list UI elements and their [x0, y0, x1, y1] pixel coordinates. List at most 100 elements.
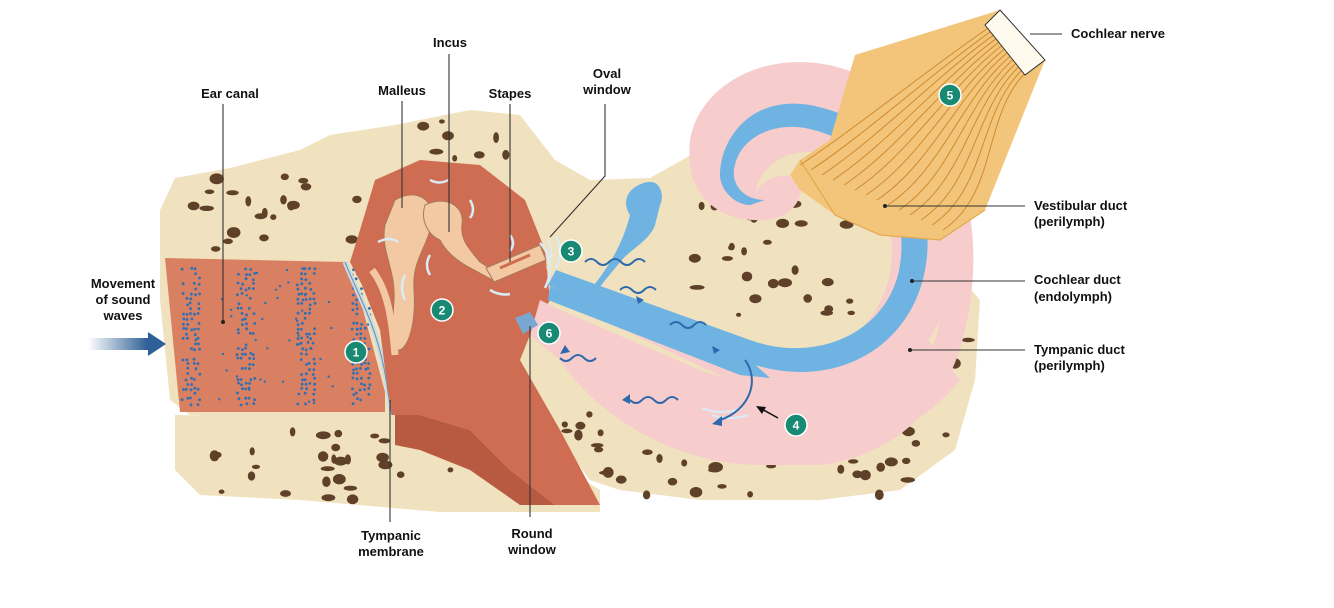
- bone-pore: [211, 246, 221, 252]
- sound-dot: [355, 321, 359, 325]
- sound-dot: [355, 312, 359, 316]
- sound-dot: [182, 388, 185, 391]
- sound-dot: [218, 398, 221, 401]
- bone-pore: [300, 183, 312, 191]
- sound-dot: [236, 328, 240, 331]
- bone-pore: [803, 294, 812, 303]
- svg-text:1: 1: [353, 346, 360, 360]
- nerve-fiber: [920, 54, 1034, 221]
- bone-pore: [860, 469, 871, 481]
- sound-dot: [235, 353, 239, 357]
- sound-dot: [245, 273, 248, 276]
- sound-dot: [196, 362, 200, 366]
- bone-pore: [821, 278, 834, 287]
- sound-dot: [235, 375, 239, 378]
- sound-dot: [300, 282, 304, 286]
- bone-pore: [642, 490, 651, 500]
- sound-dot: [186, 323, 190, 326]
- bone-pore: [876, 462, 885, 472]
- sound-dot: [189, 312, 192, 315]
- bone-pore: [322, 476, 331, 488]
- sound-dot: [241, 387, 244, 390]
- sound-dot: [241, 282, 245, 286]
- sound-dot: [295, 343, 299, 346]
- bone-pore: [280, 173, 289, 181]
- label-vestibular-duct-line2: (perilymph): [1034, 214, 1105, 229]
- sound-dot: [276, 296, 279, 300]
- sound-dot: [253, 322, 257, 325]
- bone-pore: [352, 195, 362, 204]
- sound-dot: [363, 361, 367, 365]
- bone-pore: [187, 201, 200, 211]
- bone-pore: [961, 337, 975, 343]
- sound-dot: [351, 387, 354, 391]
- sound-dot: [237, 397, 241, 401]
- sound-dot: [251, 353, 255, 357]
- sound-dot: [190, 292, 193, 296]
- sound-dot: [308, 267, 311, 270]
- bone-pore: [689, 285, 705, 290]
- sound-dot: [229, 308, 233, 311]
- sound-dot: [319, 357, 322, 361]
- sound-dot: [198, 398, 202, 401]
- bone-pore: [226, 190, 239, 196]
- bone-pore: [204, 189, 215, 195]
- sound-dot: [299, 341, 303, 345]
- label-incus: Incus: [433, 35, 467, 50]
- bone-pore: [561, 421, 568, 428]
- cochlear-nerve-bundle: [790, 9, 1046, 241]
- sound-dot: [239, 287, 243, 291]
- sound-dot: [190, 328, 194, 332]
- sound-dot: [360, 287, 363, 290]
- sound-dot: [296, 327, 300, 331]
- ear-canal: [165, 258, 385, 412]
- bone-pore: [736, 312, 742, 317]
- sound-dot: [198, 372, 202, 376]
- svg-text:6: 6: [546, 327, 553, 341]
- round-window-membrane: [515, 312, 538, 334]
- label-cochlear-duct-line1: Cochlear duct: [1034, 272, 1121, 287]
- svg-text:5: 5: [947, 89, 954, 103]
- sound-dot: [193, 391, 197, 395]
- sound-dot: [240, 306, 243, 310]
- sound-dot: [364, 367, 368, 371]
- bone-pore: [681, 459, 688, 467]
- sound-dot: [259, 378, 262, 381]
- sound-dot: [184, 387, 188, 391]
- sound-dot: [186, 383, 190, 386]
- sound-dot: [300, 272, 303, 276]
- sound-dot: [355, 371, 359, 375]
- nerve-fiber: [854, 35, 1016, 191]
- sound-dot: [196, 336, 200, 340]
- sound-dot: [185, 296, 189, 300]
- sound-dot: [188, 301, 192, 305]
- sound-dot: [296, 402, 300, 406]
- sound-dot: [358, 367, 362, 370]
- sound-dot: [190, 266, 194, 270]
- sound-dot: [297, 342, 301, 346]
- sound-dot: [367, 347, 371, 351]
- sound-dot: [313, 376, 316, 380]
- sound-dot: [309, 337, 312, 341]
- bone-pore: [741, 247, 747, 256]
- sound-dot: [301, 267, 305, 270]
- bone-pore: [280, 490, 291, 497]
- sound-dot: [196, 327, 200, 331]
- sound-dot: [287, 281, 290, 284]
- sound-dot: [355, 327, 359, 331]
- bone-pore: [417, 121, 430, 131]
- sound-dot: [300, 336, 303, 340]
- sound-dot: [189, 403, 193, 407]
- sound-dot: [368, 372, 372, 375]
- label-tympanic-duct-line2: (perilymph): [1034, 358, 1105, 373]
- bone-pore: [902, 457, 911, 465]
- bone-pore: [911, 440, 921, 447]
- bone-pore: [847, 310, 855, 316]
- nerve-fiber: [898, 48, 1028, 211]
- bone-pore: [376, 452, 389, 463]
- sound-dot: [244, 277, 248, 281]
- sound-dot: [296, 287, 300, 291]
- sound-dot: [367, 362, 370, 365]
- bone-pore: [837, 464, 845, 474]
- label-malleus: Malleus: [378, 83, 426, 98]
